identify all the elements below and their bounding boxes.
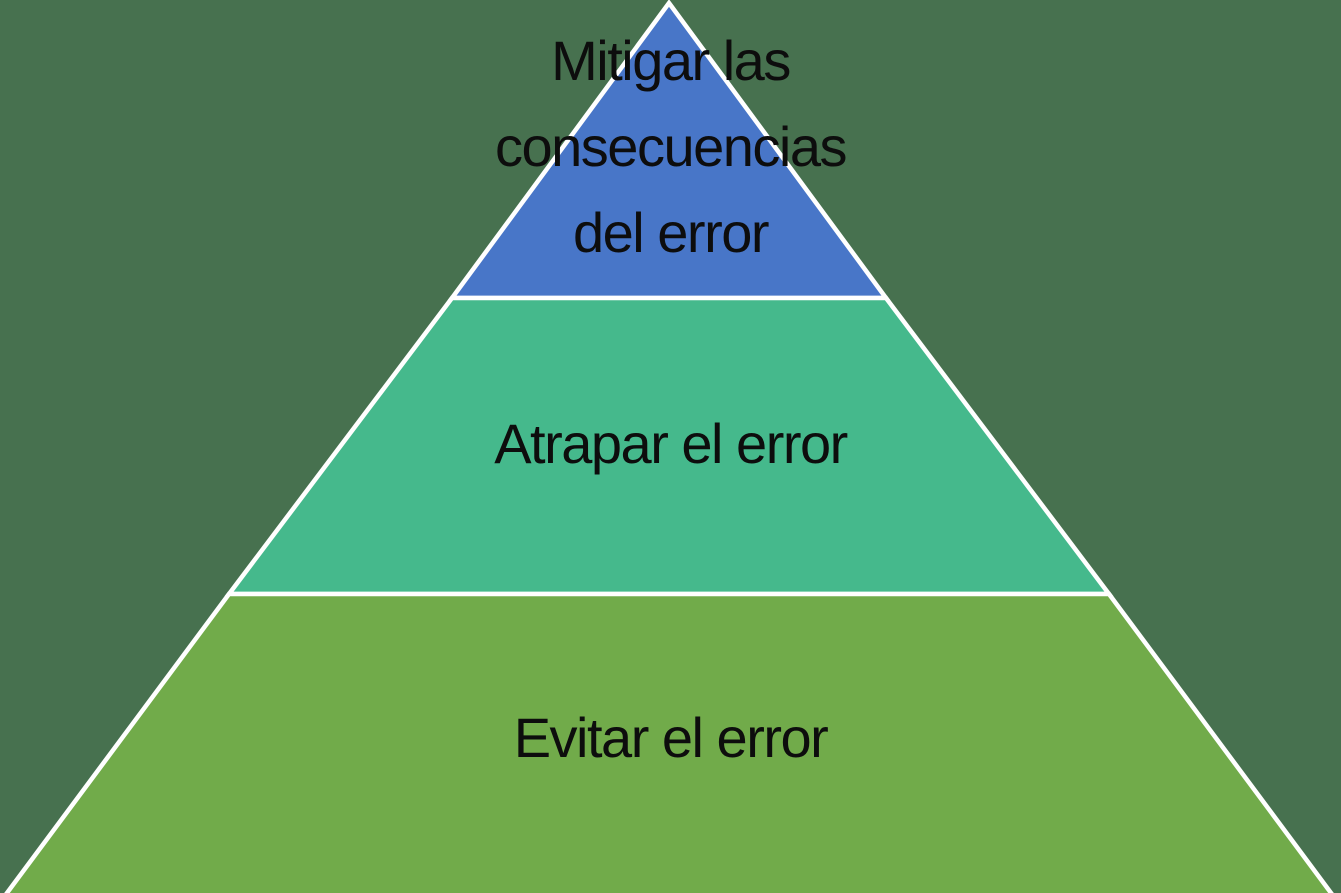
pyramid-level-bottom-shape [4, 591, 1334, 893]
